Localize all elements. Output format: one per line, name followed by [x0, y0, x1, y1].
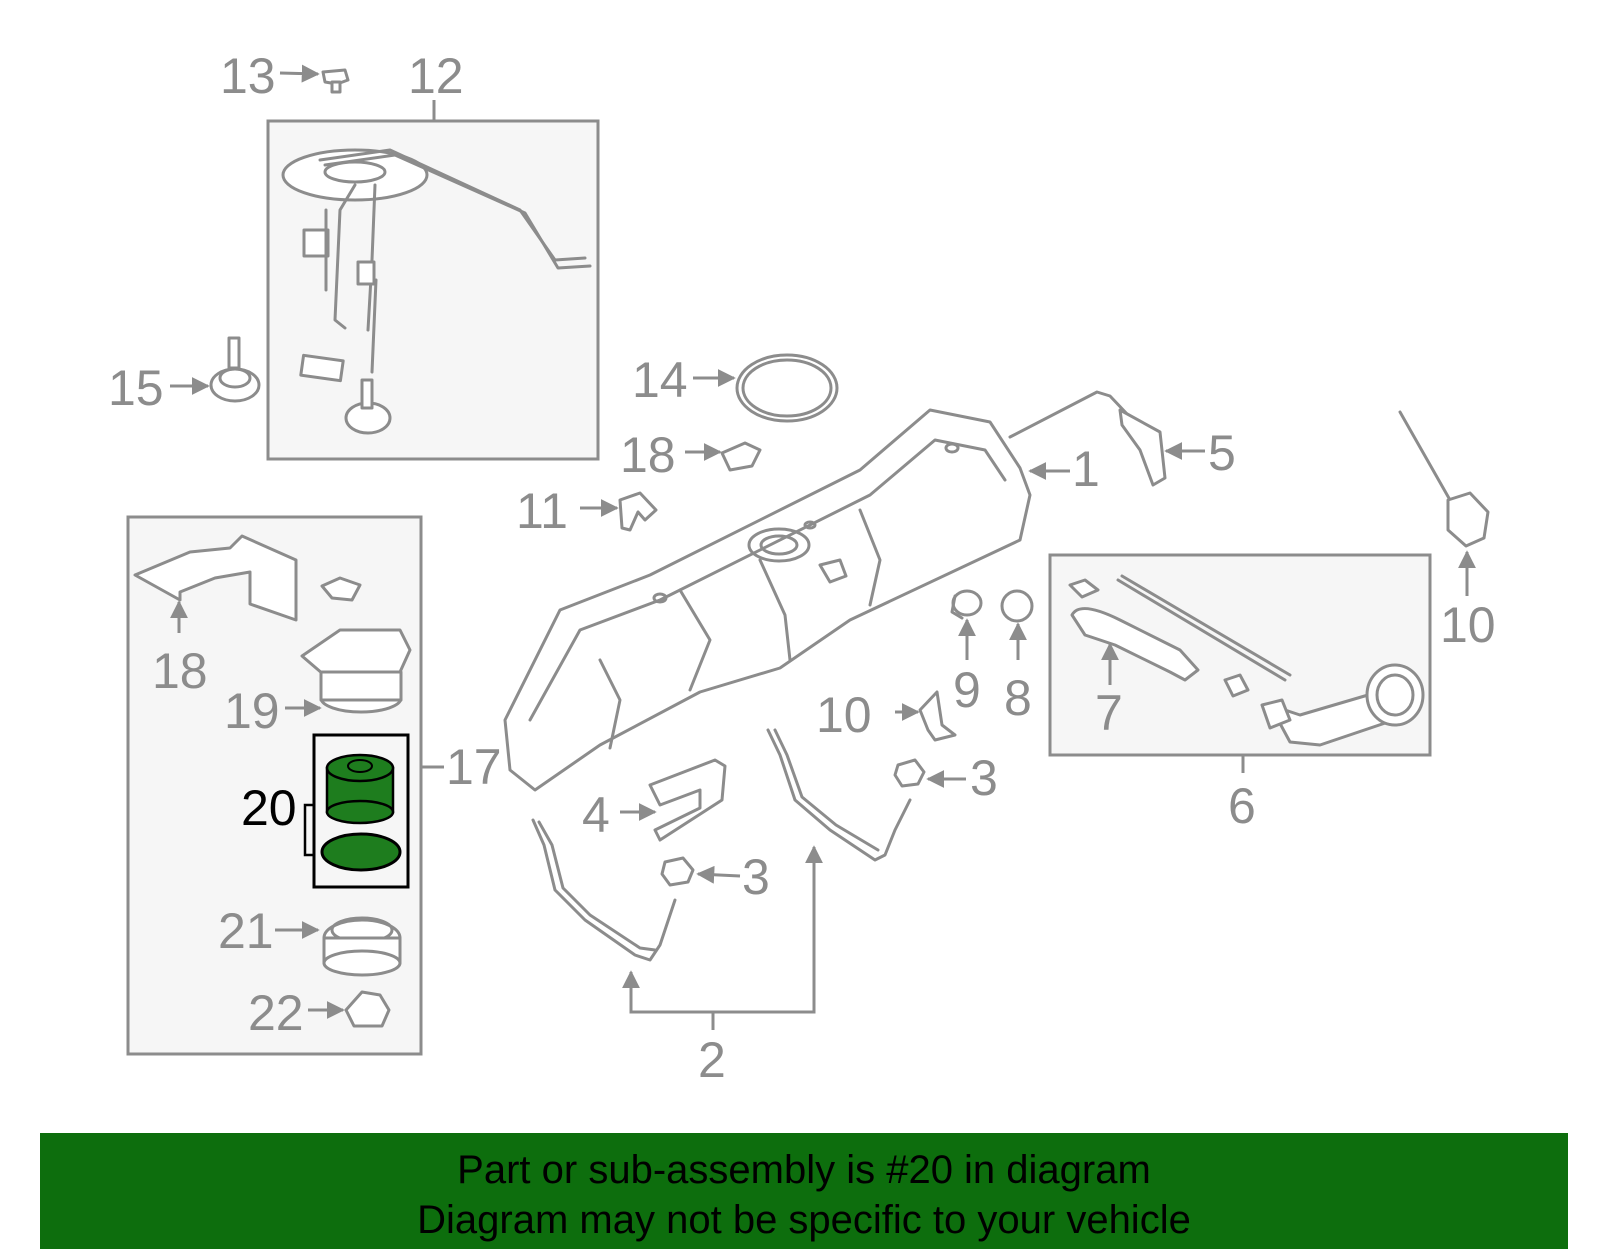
- callout-17: 17: [446, 739, 502, 795]
- cap-8[interactable]: [1000, 589, 1034, 623]
- highlight-frame-20: [312, 733, 410, 889]
- heat-shield-5[interactable]: [1008, 390, 1167, 487]
- callout-3-lower: 3: [742, 849, 770, 905]
- callout-5: 5: [1208, 425, 1236, 481]
- nut-3-lower[interactable]: [660, 856, 695, 887]
- callout-1: 1: [1072, 441, 1100, 497]
- bolt-15[interactable]: [321, 68, 350, 94]
- callout-21: 21: [218, 903, 274, 959]
- bracket-10[interactable]: [918, 690, 957, 742]
- cap-22[interactable]: [344, 990, 391, 1028]
- filter-20[interactable]: [320, 753, 402, 872]
- callout-15: 13: [220, 48, 276, 104]
- banner-line-2: Diagram may not be specific to your vehi…: [417, 1198, 1191, 1242]
- bracket-18-left[interactable]: [133, 534, 298, 622]
- callout-4: 4: [582, 787, 610, 843]
- clip-18[interactable]: [720, 441, 762, 472]
- sender-16[interactable]: [209, 336, 261, 403]
- nut-3-right[interactable]: [893, 758, 926, 788]
- callout-14: 14: [632, 352, 688, 408]
- leader-lines: [170, 64, 1476, 1030]
- callout-13: 12: [408, 48, 464, 104]
- callout-18-box: 18: [152, 643, 208, 699]
- callout-18-top: 18: [620, 427, 676, 483]
- callout-20: 20: [241, 780, 297, 836]
- callout-10: 10: [816, 687, 872, 743]
- callout-12: 11: [516, 483, 568, 539]
- shield-4[interactable]: [648, 758, 727, 842]
- valve-19[interactable]: [300, 628, 412, 714]
- clip-18-upper[interactable]: [320, 576, 362, 602]
- callout-3-right: 3: [970, 750, 998, 806]
- clamp-9[interactable]: [950, 589, 983, 620]
- callout-11: 10: [1440, 597, 1496, 653]
- callout-8: 8: [1004, 670, 1032, 726]
- callout-6: 6: [1228, 778, 1256, 834]
- callout-19: 19: [224, 683, 280, 739]
- callout-2: 2: [698, 1032, 726, 1088]
- info-banner: Part or sub-assembly is #20 in diagram D…: [40, 1133, 1568, 1249]
- banner-line-1: Part or sub-assembly is #20 in diagram: [457, 1148, 1151, 1192]
- clip-12[interactable]: [618, 491, 658, 532]
- callout-7: 7: [1095, 685, 1123, 741]
- fuel-cap-11[interactable]: [1398, 410, 1490, 548]
- filler-pipe-6[interactable]: [1068, 574, 1425, 747]
- callout-22: 22: [248, 985, 304, 1041]
- housing-21[interactable]: [322, 916, 402, 977]
- fuel-tank-1[interactable]: [503, 408, 1032, 792]
- callout-16: 15: [108, 360, 164, 416]
- seal-ring-14[interactable]: [735, 353, 839, 423]
- fuel-pump-module[interactable]: [281, 148, 592, 435]
- straps-2[interactable]: [531, 728, 912, 962]
- callout-9: 9: [953, 662, 981, 718]
